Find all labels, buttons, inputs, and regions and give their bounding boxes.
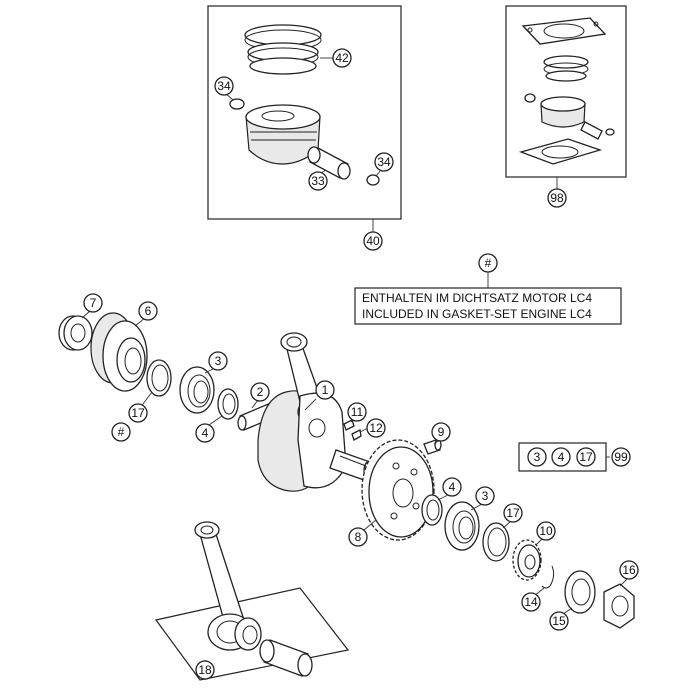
- callout-15: 15: [549, 611, 569, 631]
- svg-text:98: 98: [550, 191, 564, 205]
- conrod-kit: [154, 521, 350, 681]
- callout-3-left: 3: [208, 351, 228, 371]
- note-line-de: ENTHALTEN IM DICHTSATZ MOTOR LC4: [362, 291, 592, 305]
- svg-text:34: 34: [217, 79, 231, 93]
- svg-text:99: 99: [614, 450, 628, 464]
- right-shaft-parts: [421, 493, 635, 629]
- callout-40: 40: [363, 231, 383, 251]
- svg-text:#: #: [485, 256, 492, 270]
- callout-14: 14: [521, 592, 541, 612]
- piston-kit-frame: [207, 5, 402, 232]
- callout-9: 9: [431, 422, 451, 442]
- callout-hash-note: #: [478, 253, 498, 273]
- callout-3-right: 3: [475, 486, 495, 506]
- svg-text:42: 42: [335, 51, 349, 65]
- callout-34-right: 34: [374, 152, 394, 172]
- svg-text:40: 40: [366, 234, 380, 248]
- svg-text:7: 7: [90, 296, 97, 310]
- callout-4-right: 4: [442, 477, 462, 497]
- svg-text:8: 8: [355, 530, 362, 544]
- svg-text:33: 33: [311, 174, 325, 188]
- callout-4-left: 4: [195, 423, 215, 443]
- svg-text:17: 17: [579, 450, 593, 464]
- svg-text:3: 3: [215, 354, 222, 368]
- left-shaft-parts: [58, 310, 239, 428]
- crankshaft: [237, 332, 373, 492]
- callout-8: 8: [348, 527, 368, 547]
- callout-17-right: 17: [503, 503, 523, 523]
- callout-34-left: 34: [214, 76, 234, 96]
- gasket-set-frame: [505, 5, 627, 190]
- callout-42: 42: [332, 48, 352, 68]
- callout-12: 12: [366, 418, 386, 438]
- callout-11: 11: [347, 402, 367, 422]
- callout-6: 6: [138, 301, 158, 321]
- svg-text:11: 11: [351, 405, 364, 419]
- bearing-kit-box: [518, 442, 610, 472]
- svg-text:1: 1: [322, 383, 329, 397]
- svg-text:6: 6: [145, 304, 152, 318]
- svg-text:2: 2: [257, 385, 264, 399]
- callout-98: 98: [547, 188, 567, 208]
- callout-16: 16: [619, 560, 639, 580]
- svg-text:4: 4: [202, 426, 209, 440]
- callout-1: 1: [315, 380, 335, 400]
- callouts: 42 34 34 33 40 98 # 7 6 3 2 1 17 4 # 11 …: [83, 48, 639, 680]
- callout-17-left: 17: [128, 403, 148, 423]
- svg-text:18: 18: [198, 663, 212, 677]
- gasket-note: ENTHALTEN IM DICHTSATZ MOTOR LC4 INCLUDE…: [354, 272, 622, 325]
- kit-callout-4: 4: [551, 447, 571, 467]
- callout-hash-left: #: [111, 422, 131, 442]
- svg-text:9: 9: [438, 425, 445, 439]
- callout-33: 33: [308, 171, 328, 191]
- svg-text:10: 10: [539, 524, 553, 538]
- svg-text:17: 17: [131, 406, 145, 420]
- svg-text:#: #: [118, 425, 125, 439]
- svg-text:14: 14: [524, 595, 538, 609]
- callout-10: 10: [536, 521, 556, 541]
- svg-text:16: 16: [622, 563, 636, 577]
- timing-sprocket: [361, 439, 442, 541]
- note-line-en: INCLUDED IN GASKET-SET ENGINE LC4: [362, 307, 592, 321]
- kit-callout-3: 3: [527, 447, 547, 467]
- callout-18: 18: [195, 660, 215, 680]
- svg-text:34: 34: [377, 155, 391, 169]
- svg-text:3: 3: [482, 489, 489, 503]
- svg-text:15: 15: [552, 614, 566, 628]
- kit-callout-99: 99: [611, 447, 631, 467]
- kit-callout-17: 17: [576, 447, 596, 467]
- svg-text:12: 12: [369, 421, 383, 435]
- svg-text:3: 3: [534, 450, 541, 464]
- svg-text:4: 4: [558, 450, 565, 464]
- svg-text:17: 17: [506, 506, 520, 520]
- svg-text:4: 4: [449, 480, 456, 494]
- callout-2: 2: [250, 382, 270, 402]
- callout-7: 7: [83, 293, 103, 313]
